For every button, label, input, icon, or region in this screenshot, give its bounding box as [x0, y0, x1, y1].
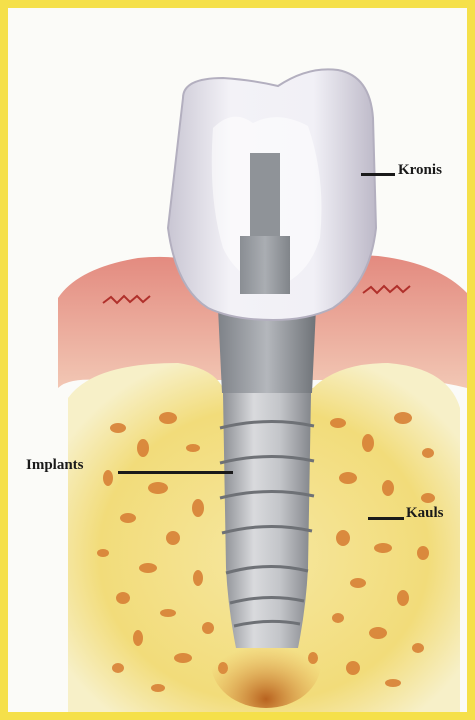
diagram-panel: Kronis Implants Kauls	[8, 8, 467, 712]
dental-implant-illustration	[8, 8, 467, 712]
implant-label: Implants	[26, 457, 84, 474]
crown-label: Kronis	[398, 162, 442, 179]
bone-leader-line	[368, 517, 404, 520]
bone-label: Kauls	[406, 505, 444, 522]
crown-leader-line	[361, 173, 395, 176]
implant-body	[223, 393, 311, 648]
implant-leader-line	[118, 471, 233, 474]
abutment-post	[250, 153, 280, 248]
